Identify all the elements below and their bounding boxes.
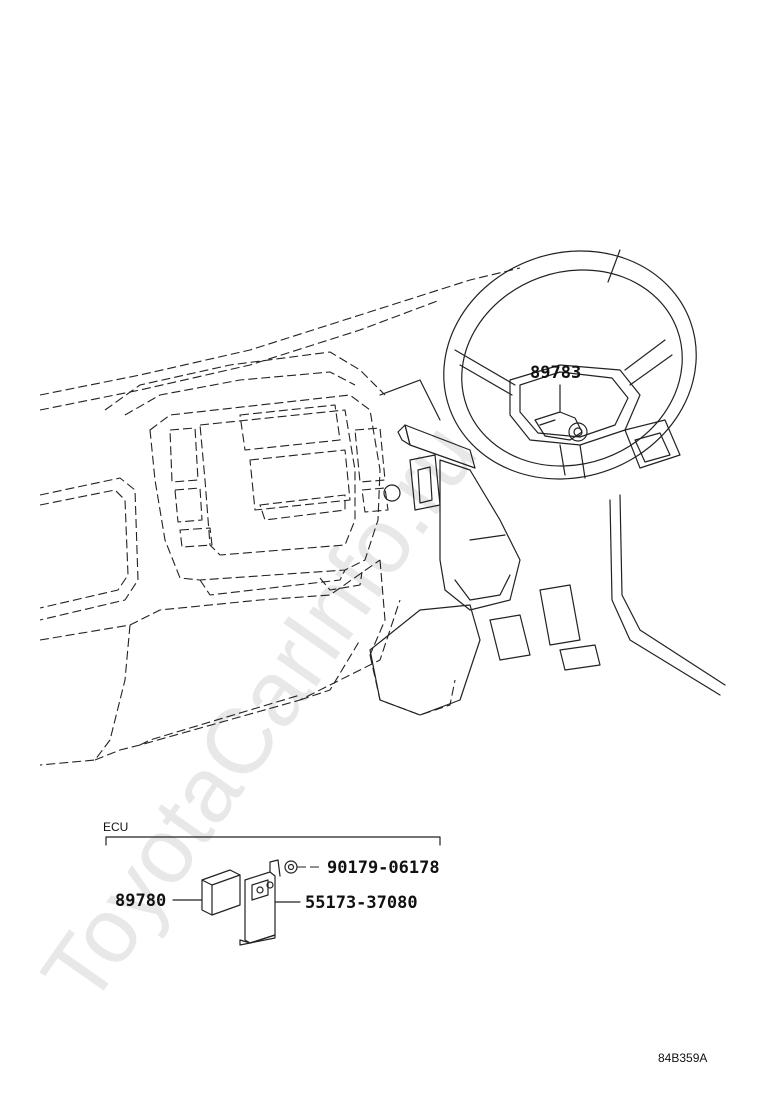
diagram-code: 84B359A bbox=[658, 1051, 707, 1065]
nut-illustration bbox=[284, 860, 298, 874]
ecu-unit-illustration bbox=[201, 869, 241, 916]
steering-assembly bbox=[369, 249, 726, 716]
ignition-switch-part bbox=[534, 384, 588, 442]
ecu-group: ECU 89780 55173-37080 90179-061 bbox=[103, 820, 441, 946]
part-number-89780[interactable]: 89780 bbox=[115, 891, 166, 911]
part-number-89783[interactable]: 89783 bbox=[530, 363, 581, 383]
part-number-55173-37080[interactable]: 55173-37080 bbox=[305, 893, 418, 913]
bracket-illustration bbox=[239, 859, 281, 946]
part-number-90179-06178[interactable]: 90179-06178 bbox=[327, 858, 440, 878]
ecu-group-label: ECU bbox=[103, 820, 128, 834]
